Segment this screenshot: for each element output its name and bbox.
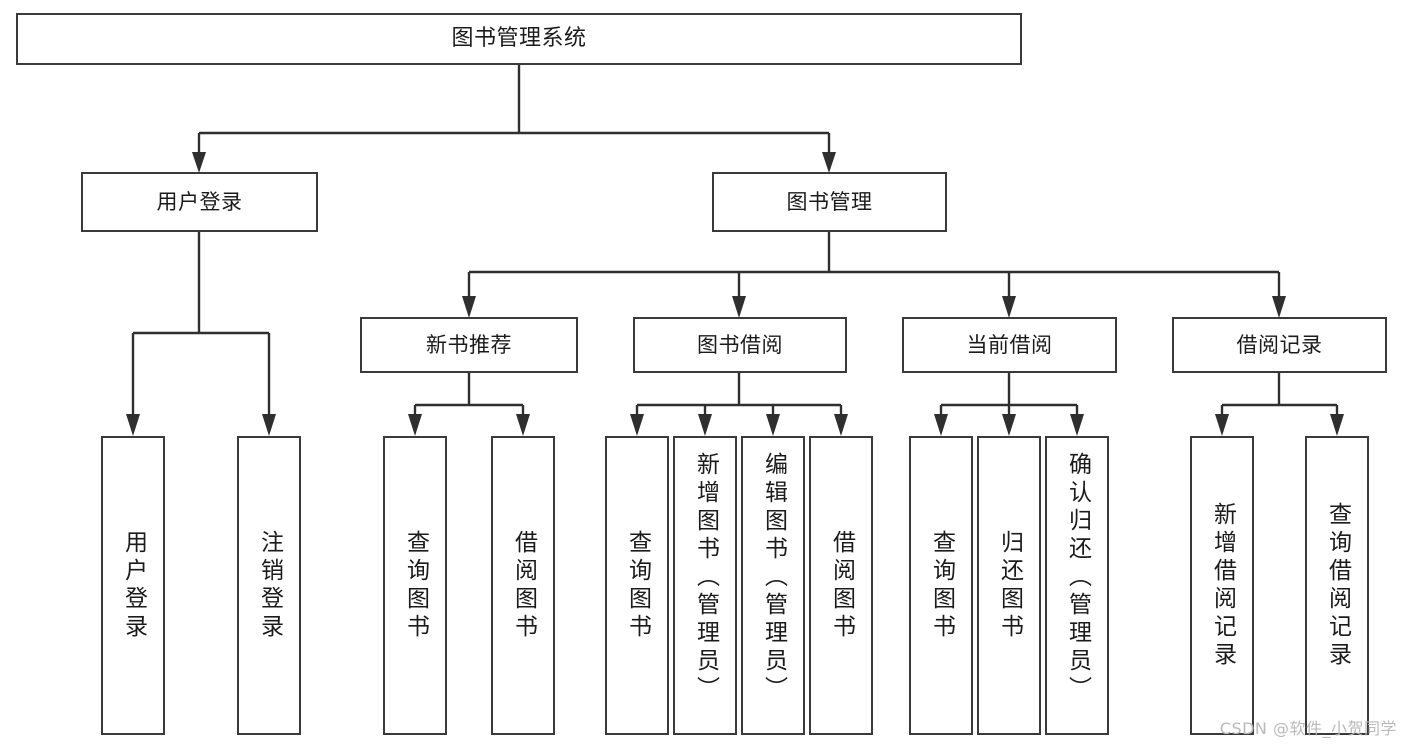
node-label: 确认归还（管理员） bbox=[1064, 452, 1091, 704]
arrow-current-borrow-leaf1 bbox=[934, 414, 948, 436]
leaf-borrow-book-new-recommend[interactable]: 借阅图书 bbox=[491, 436, 555, 735]
leaf-return-book[interactable]: 归还图书 bbox=[977, 436, 1041, 735]
arrow-borrow-record-leaf1 bbox=[1215, 414, 1229, 436]
arrow-book-borrow-leaf4 bbox=[834, 414, 848, 436]
node-label: 图书管理 bbox=[786, 189, 873, 214]
leaf-confirm-return-admin[interactable]: 确认归还（管理员） bbox=[1045, 436, 1109, 735]
arrow-current-borrow-leaf3 bbox=[1070, 414, 1084, 436]
arrow-user-login-leaf2 bbox=[262, 414, 276, 436]
node-label: 当前借阅 bbox=[966, 332, 1053, 357]
leaf-user-login[interactable]: 用户登录 bbox=[101, 436, 165, 735]
arrow-to-current-borrow bbox=[1002, 296, 1016, 318]
arrow-book-borrow-leaf2 bbox=[698, 414, 712, 436]
arrow-to-borrow-record bbox=[1272, 296, 1286, 318]
arrow-to-book-management bbox=[822, 152, 836, 173]
arrow-current-borrow-leaf2 bbox=[1002, 414, 1016, 436]
leaf-query-book-current[interactable]: 查询图书 bbox=[909, 436, 973, 735]
node-label: 新增借阅记录 bbox=[1209, 501, 1236, 670]
node-label: 用户登录 bbox=[120, 529, 147, 642]
node-label: 借阅记录 bbox=[1236, 332, 1323, 357]
arrow-user-login-leaf1 bbox=[126, 414, 140, 436]
leaf-query-book-borrow[interactable]: 查询图书 bbox=[605, 436, 669, 735]
node-label: 借阅图书 bbox=[510, 529, 537, 642]
arrow-to-user-login bbox=[192, 152, 206, 173]
node-borrow-record[interactable]: 借阅记录 bbox=[1172, 317, 1387, 373]
arrow-new-book-leaf2 bbox=[516, 414, 530, 436]
node-label: 借阅图书 bbox=[828, 529, 855, 642]
arrow-book-borrow-leaf1 bbox=[630, 414, 644, 436]
node-label: 归还图书 bbox=[996, 529, 1023, 642]
node-label: 查询图书 bbox=[928, 529, 955, 642]
csdn-watermark: CSDN @软件_小贺同学 bbox=[1219, 719, 1397, 738]
node-label: 新增图书（管理员） bbox=[692, 452, 719, 704]
arrow-book-borrow-leaf3 bbox=[766, 414, 780, 436]
node-current-borrow[interactable]: 当前借阅 bbox=[902, 317, 1117, 373]
leaf-logout-login[interactable]: 注销登录 bbox=[237, 436, 301, 735]
node-user-login[interactable]: 用户登录 bbox=[81, 172, 318, 232]
node-label: 编辑图书（管理员） bbox=[760, 452, 787, 704]
leaf-borrow-book-borrow[interactable]: 借阅图书 bbox=[809, 436, 873, 735]
node-label: 查询借阅记录 bbox=[1324, 501, 1351, 670]
node-label: 注销登录 bbox=[256, 529, 283, 642]
node-new-book-recommend[interactable]: 新书推荐 bbox=[360, 317, 578, 373]
arrow-borrow-record-leaf2 bbox=[1330, 414, 1344, 436]
leaf-add-borrow-record[interactable]: 新增借阅记录 bbox=[1190, 436, 1254, 735]
node-root-system[interactable]: 图书管理系统 bbox=[16, 13, 1022, 65]
arrow-to-new-book bbox=[462, 296, 476, 318]
node-label: 查询图书 bbox=[624, 529, 651, 642]
node-label: 图书管理系统 bbox=[451, 26, 587, 52]
node-label: 用户登录 bbox=[156, 189, 243, 214]
arrow-new-book-leaf1 bbox=[408, 414, 422, 436]
leaf-edit-book-admin[interactable]: 编辑图书（管理员） bbox=[741, 436, 805, 735]
node-label: 图书借阅 bbox=[697, 332, 783, 357]
node-book-management[interactable]: 图书管理 bbox=[712, 172, 947, 232]
node-label: 查询图书 bbox=[402, 529, 429, 642]
arrow-to-book-borrow bbox=[732, 296, 746, 318]
node-book-borrow[interactable]: 图书借阅 bbox=[633, 317, 847, 373]
leaf-add-book-admin[interactable]: 新增图书（管理员） bbox=[673, 436, 737, 735]
node-label: 新书推荐 bbox=[426, 332, 512, 357]
leaf-query-book-new-recommend[interactable]: 查询图书 bbox=[383, 436, 447, 735]
leaf-query-borrow-record[interactable]: 查询借阅记录 bbox=[1305, 436, 1369, 735]
